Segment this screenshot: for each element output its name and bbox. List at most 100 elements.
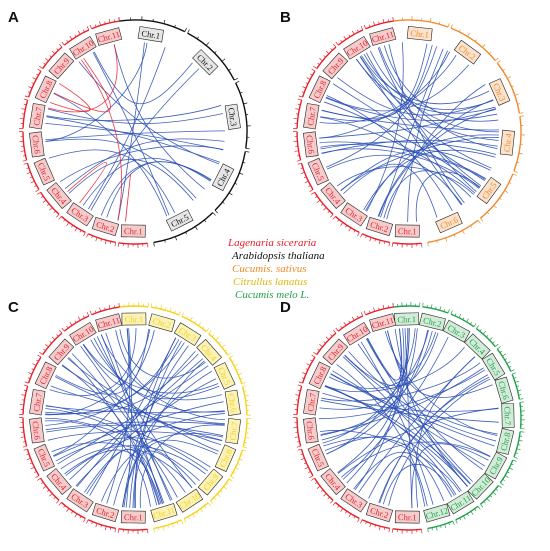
axis-tick (294, 150, 299, 152)
chromosome-segment: Chr.1 (117, 224, 149, 248)
axis-tick (230, 475, 235, 479)
synteny-link (46, 105, 222, 121)
axis-tick (59, 329, 63, 334)
axis-tick (187, 29, 190, 34)
ideogram-arc (87, 233, 116, 244)
chromosome-segment: Chr.2 (86, 216, 120, 247)
chromosome-name: Chr.1 (124, 226, 143, 236)
axis-tick (185, 231, 187, 235)
chromosome-segment: Chr.2 (360, 502, 394, 533)
synteny-link (45, 408, 186, 493)
panel-letter: B (280, 9, 291, 26)
axis-tick (495, 343, 499, 347)
axis-tick (29, 462, 33, 465)
synteny-link (67, 357, 219, 452)
axis-tick (510, 369, 515, 372)
chromosome-label: Chr.1 (394, 312, 420, 326)
synteny-link (324, 435, 457, 495)
chromosome-box (150, 503, 178, 523)
axis-tick (308, 471, 311, 473)
synteny-link (324, 101, 480, 189)
chromosome-box (225, 418, 242, 445)
axis-tick (71, 510, 74, 514)
ideogram-arc (479, 484, 500, 505)
synteny-link (92, 52, 170, 216)
panel-letter: C (8, 299, 19, 316)
synteny-link (64, 138, 225, 189)
chromosome-segment: Chr.3 (332, 202, 368, 237)
axis-tick (447, 309, 450, 314)
chromosome-name: Chr.2 (422, 315, 442, 329)
axis-tick (454, 313, 457, 317)
axis-tick (204, 219, 207, 223)
axis-tick (298, 95, 303, 98)
axis-tick (234, 77, 238, 81)
chromosome-box (28, 417, 45, 444)
axis-tick (176, 521, 179, 525)
axis-tick (479, 329, 482, 332)
axis-tick (228, 192, 233, 196)
chromosome-box (66, 202, 94, 227)
axis-tick (453, 234, 456, 237)
chromosome-segment: Chr.6 (18, 417, 45, 448)
chromosome-label: Chr.3 (66, 488, 94, 513)
axis-tick (427, 528, 429, 533)
axis-tick (239, 172, 244, 175)
axis-tick (221, 344, 226, 348)
axis-tick (300, 457, 305, 461)
axis-tick (345, 510, 348, 514)
synteny-link (366, 328, 403, 381)
chromosome-label: Chr.2 (91, 502, 120, 523)
chromosome-label: Chr.1 (394, 224, 420, 238)
ideogram-arc (39, 477, 60, 501)
axis-tick (53, 210, 56, 213)
axis-tick (469, 321, 472, 325)
axis-tick (504, 358, 508, 361)
axis-tick (74, 34, 77, 37)
axis-tick (36, 73, 39, 76)
axis-tick (384, 241, 386, 244)
panel-letter: A (8, 9, 19, 26)
synteny-link (89, 337, 177, 496)
axis-tick (227, 352, 232, 356)
synteny-link (45, 329, 151, 416)
ideogram-arc (496, 62, 521, 114)
chromosome-box (484, 451, 508, 480)
ideogram-arc (316, 332, 337, 355)
synteny-link (80, 59, 122, 221)
chromosome-label: Chr.1 (394, 510, 420, 524)
axis-tick (158, 527, 160, 531)
axis-tick (210, 500, 214, 504)
axis-tick (243, 102, 248, 105)
axis-tick (512, 173, 517, 176)
synteny-link (383, 45, 499, 122)
chromosome-box (192, 49, 219, 76)
axis-tick (515, 380, 520, 383)
chromosome-segment: Chr.9 (313, 43, 349, 80)
axis-tick (183, 518, 187, 523)
chromosome-label: Chr.11 (446, 490, 475, 515)
axis-tick (518, 152, 523, 155)
axis-tick (239, 458, 244, 461)
axis-tick (228, 478, 233, 482)
synteny-link (54, 376, 223, 441)
axis-tick (296, 445, 301, 448)
axis-tick (108, 18, 111, 23)
axis-tick (110, 527, 112, 530)
axis-tick (26, 457, 31, 461)
axis-tick (391, 242, 394, 247)
axis-tick (325, 336, 330, 340)
ideogram-arc (228, 357, 243, 385)
synteny-link (320, 43, 428, 122)
chromosome-segment: Chr.10 (175, 488, 211, 523)
axis-tick (332, 502, 336, 506)
synteny-link (378, 374, 489, 503)
ideogram-arc (87, 519, 116, 530)
chromosome-label: Chr.5 (307, 157, 329, 186)
chromosome-label: Chr.2 (365, 502, 394, 523)
axis-tick (466, 318, 469, 323)
axis-tick (86, 519, 89, 524)
axis-tick (245, 151, 250, 153)
chromosome-box (369, 27, 397, 46)
ideogram-arc (513, 116, 522, 172)
